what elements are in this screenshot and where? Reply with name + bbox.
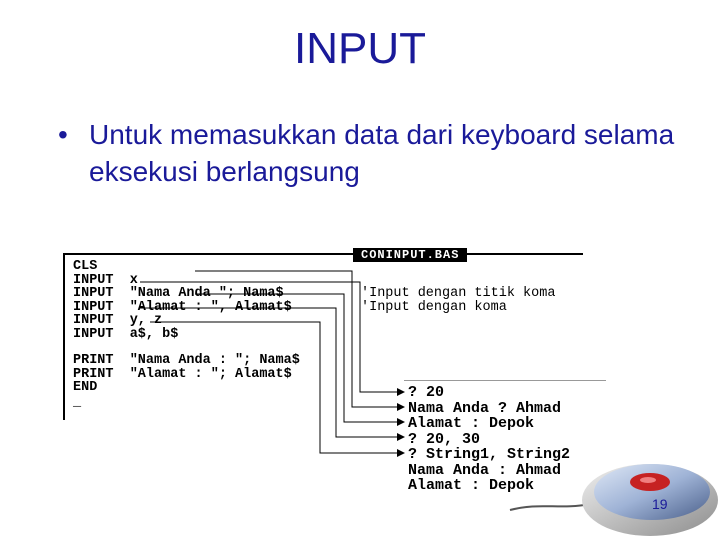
bullet-text: Untuk memasukkan data dari keyboard sela… [89,119,675,187]
slide-title: INPUT [294,24,426,73]
window-top-border [63,253,583,255]
window-left-border [63,253,65,420]
output-line: Alamat : Depok [408,477,535,494]
code-line: PRINT "Alamat : "; Alamat$ [73,366,292,382]
mouse-icon [509,464,718,536]
output-line: Nama Anda ? Ahmad [408,399,562,417]
code-line: END [73,380,98,395]
output-top-border [404,380,606,381]
arrow-input-alamat [195,293,405,426]
window-title: CONINPUT.BAS [353,248,468,262]
code-line: PRINT "Nama Anda : "; Nama$ [73,353,300,368]
arrow-input-nama [195,270,405,411]
code-line: INPUT y, z [73,313,163,328]
output-line: ? String1, String2 [408,446,571,463]
arrow-input-yz [140,307,405,441]
code-line: INPUT "Alamat : ", Alamat$ [73,299,292,315]
code-line: INPUT x [73,272,138,288]
output-line: Alamat : Depok [408,415,535,432]
code-comment: 'Input dengan titik koma [361,286,556,301]
bullet-marker: • [58,119,68,150]
page-number: 19 [652,496,668,512]
output-line: ? 20, 30 [408,430,481,448]
code-line: INPUT a$, b$ [73,326,179,342]
output-line: Nama Anda : Ahmad [408,461,562,479]
output-line: ? 20 [408,384,445,401]
code-comment: 'Input dengan koma [361,299,507,315]
output-window: ? 20 Nama Anda ? Ahmad Alamat : Depok ? … [404,380,606,500]
code-line: CLS [73,259,98,274]
arrow-input-x [140,281,405,396]
cursor: _ [73,395,82,410]
arrow-input-ab [150,321,405,457]
